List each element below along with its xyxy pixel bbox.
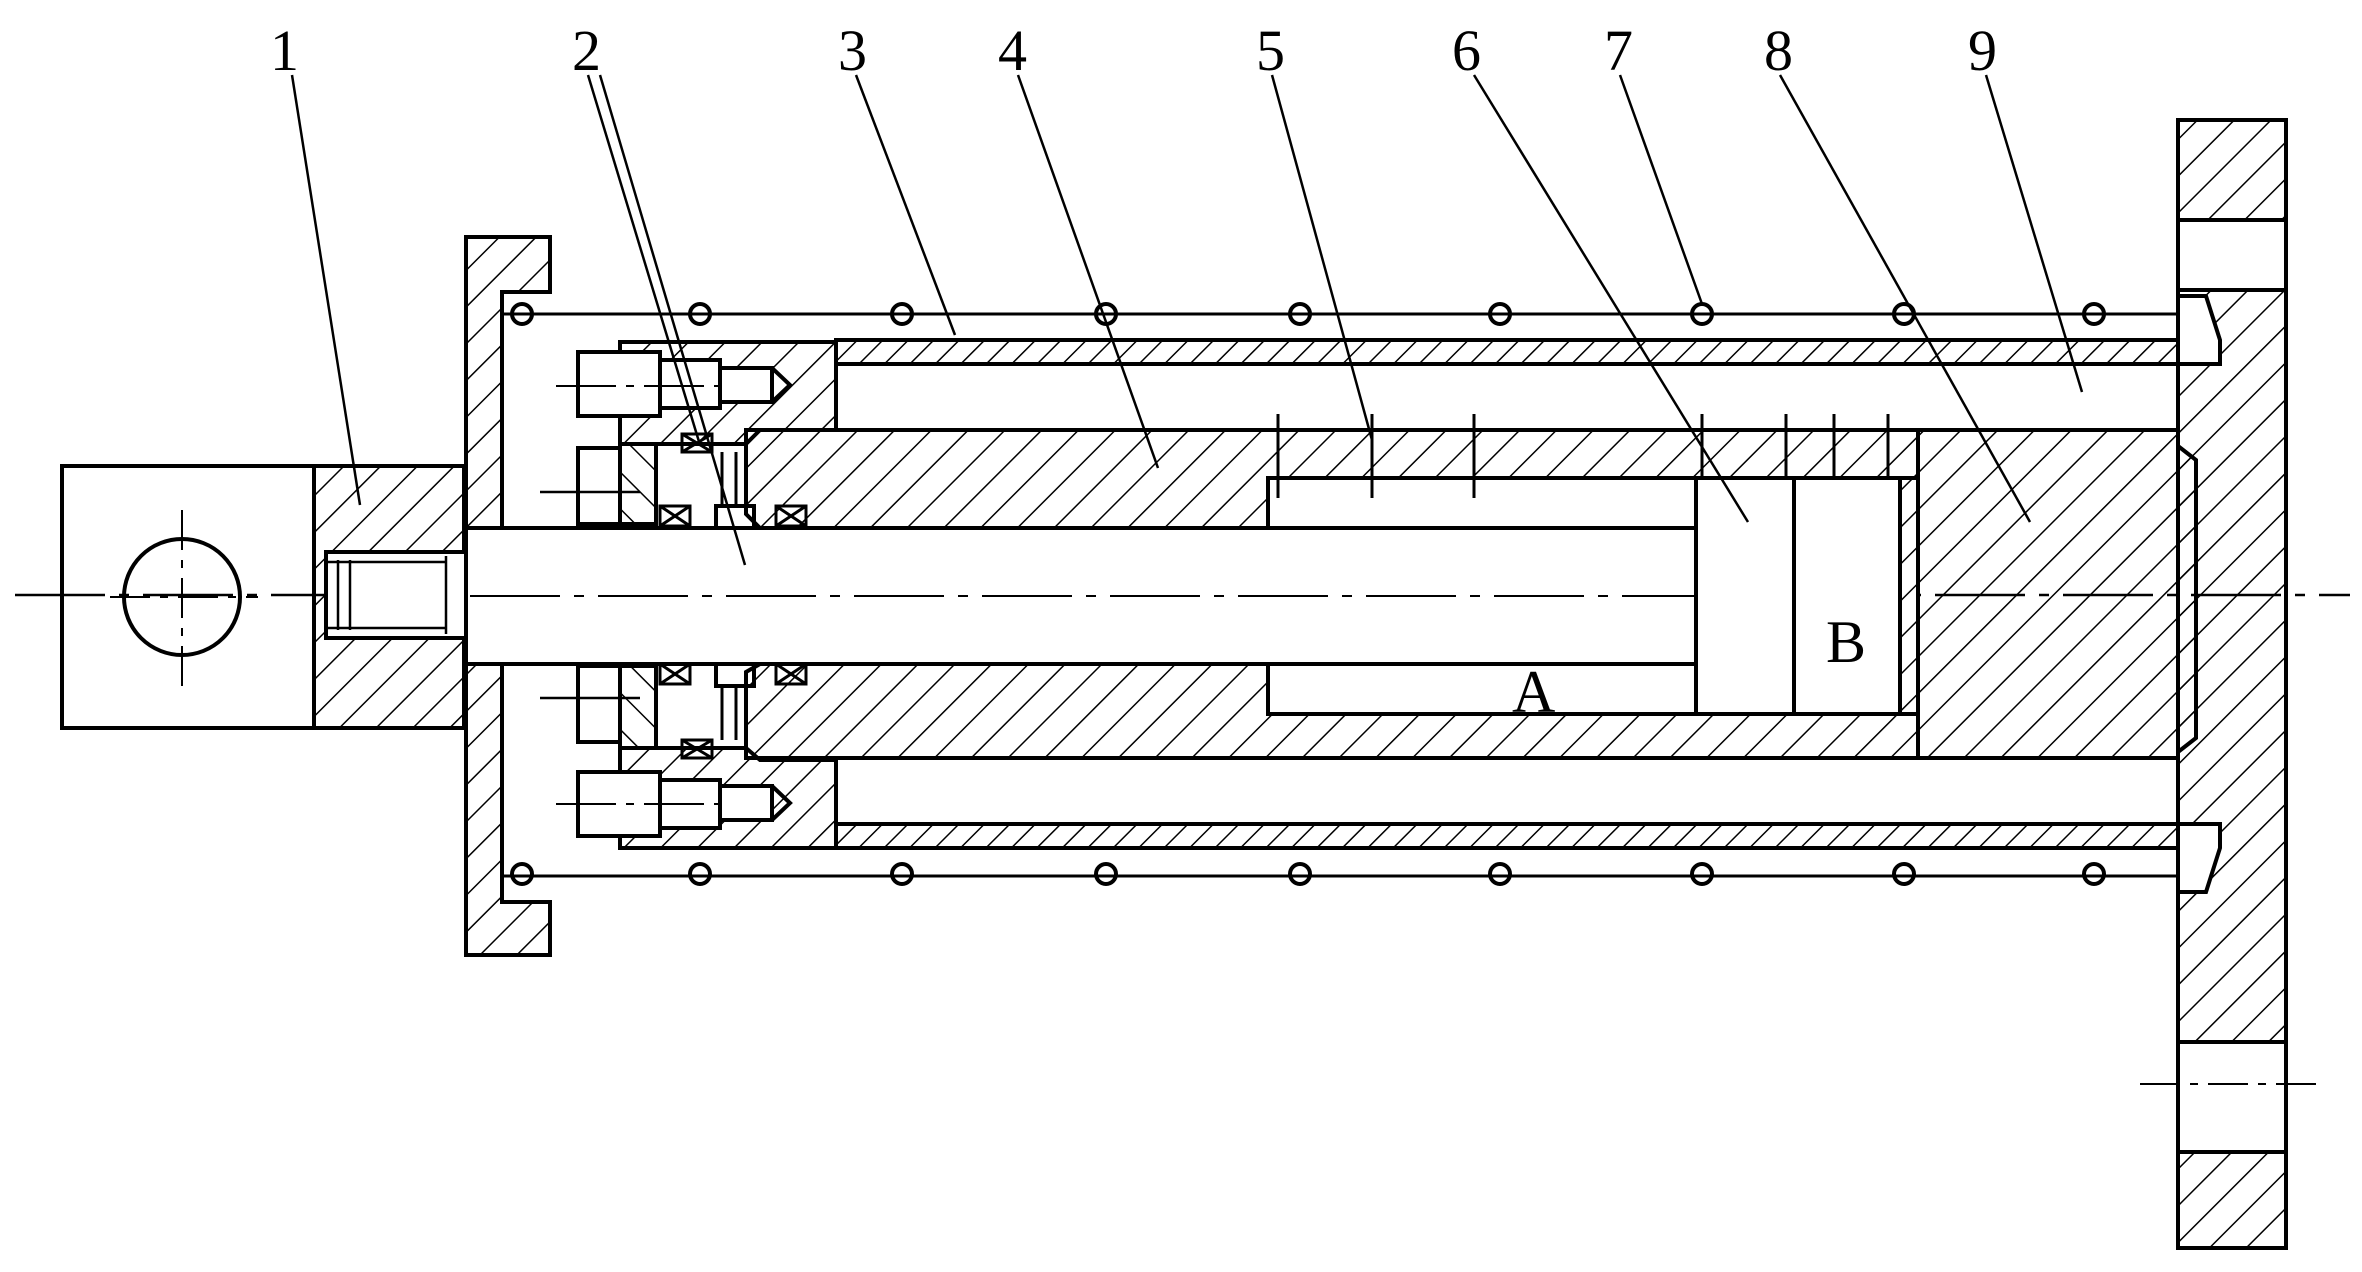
clevis-thread xyxy=(326,556,448,634)
outer-tube-wall-bottom xyxy=(834,822,2184,850)
base-flange-lip-bottom xyxy=(2176,822,2222,894)
rod-end-flange xyxy=(464,235,552,957)
piston-chamber-b xyxy=(1792,476,1920,716)
end-plug xyxy=(1898,428,2198,760)
head-boss-top xyxy=(576,446,622,526)
spring-coils-top xyxy=(510,302,2106,326)
part-label-1: 1 xyxy=(270,18,299,83)
gland-head-left-top xyxy=(618,442,658,526)
base-flange-lip-top xyxy=(2176,294,2222,366)
outer-tube-wall-top xyxy=(834,338,2184,366)
part-label-5: 5 xyxy=(1256,18,1285,83)
part-label-2: 2 xyxy=(572,18,601,83)
part-label-9: 9 xyxy=(1968,18,1997,83)
part-label-8: 8 xyxy=(1764,18,1793,83)
head-boss-bottom xyxy=(576,664,622,744)
head-screw-top xyxy=(556,350,793,418)
part-label-6: 6 xyxy=(1452,18,1481,83)
chamber-label-b: B xyxy=(1826,609,1866,675)
part-label-7: 7 xyxy=(1604,18,1633,83)
base-flange-bolt-hole-bottom xyxy=(2176,1040,2288,1154)
part-label-3: 3 xyxy=(838,18,867,83)
piston xyxy=(1694,476,1796,716)
gland-head-left-bottom xyxy=(618,664,658,750)
chamber-label-a: A xyxy=(1512,659,1555,725)
spring-coils-bottom xyxy=(510,862,2106,886)
head-screw-bottom xyxy=(556,770,793,838)
base-flange-bolt-hole-top xyxy=(2176,218,2288,292)
leader-lines xyxy=(290,74,2084,566)
part-labels: 1 2 3 4 5 6 7 8 9 xyxy=(270,18,1997,83)
part-label-4: 4 xyxy=(998,18,1027,83)
